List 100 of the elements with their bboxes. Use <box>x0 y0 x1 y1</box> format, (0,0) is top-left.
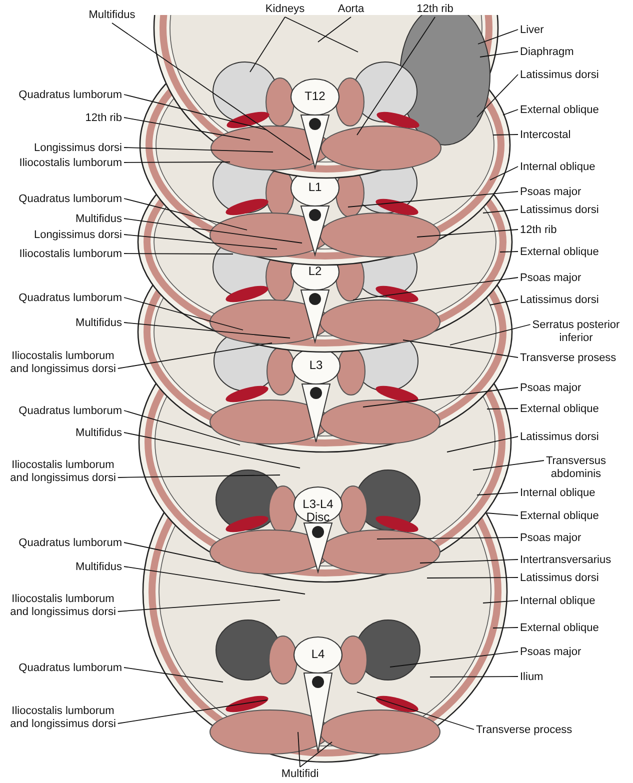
leader-line <box>298 732 300 768</box>
leader-line <box>492 134 518 136</box>
leader-line <box>472 460 544 470</box>
leader-line <box>416 229 518 238</box>
structure-label: Psoas major <box>520 532 582 544</box>
leader-line <box>318 16 352 42</box>
structure-label: Internal oblique <box>520 594 596 608</box>
structure-label: Multifidi <box>281 768 319 781</box>
leader-line <box>500 251 518 252</box>
structure-label: Intercostal <box>520 128 571 142</box>
structure-label: Quadratus lumborum <box>18 536 122 550</box>
structure-label: Psoas major <box>520 382 582 394</box>
structure-label: Latissimus dorsi <box>520 294 599 306</box>
structure-label: Longissimus dorsi <box>34 142 122 154</box>
structure-label: Longissimus dorsi <box>34 228 122 242</box>
vertebra-label: T12 <box>304 90 326 103</box>
structure-label: External oblique <box>520 510 599 522</box>
leader-line <box>482 209 518 214</box>
leader-line <box>356 692 474 730</box>
leader-line <box>117 600 280 612</box>
structure-label: Psoas major <box>520 186 582 198</box>
structure-label: Latissimus dorsi <box>520 572 599 584</box>
leader-line <box>490 166 518 180</box>
leader-line <box>482 600 518 604</box>
leader-line <box>124 432 300 468</box>
leader-line <box>124 147 274 152</box>
structure-label: Serratus posterior inferior <box>520 318 632 344</box>
leader-line <box>300 742 332 768</box>
leader-line <box>402 340 518 358</box>
structure-label: Multifidus <box>88 9 136 22</box>
leader-line <box>502 109 518 116</box>
structure-label: Iliocostalis lumborum and longissimus dorsi <box>4 704 122 730</box>
leader-line <box>284 16 358 52</box>
leader-line <box>124 218 302 244</box>
leader-line <box>430 676 518 678</box>
structure-label: Liver <box>520 24 544 36</box>
leader-line <box>356 16 436 136</box>
structure-label: External oblique <box>520 402 599 416</box>
leader-line <box>476 492 518 496</box>
leader-line <box>124 253 234 254</box>
structure-label: Multifidus <box>76 560 122 574</box>
structure-label: Iliocostalis lumborum and longissimus dorsi <box>4 350 122 376</box>
leader-line <box>486 512 518 516</box>
structure-label: Multifidus <box>76 212 122 226</box>
leader-line <box>250 16 286 72</box>
structure-label: Kidneys <box>265 3 305 16</box>
structure-label: Quadratus lumborum <box>18 404 122 418</box>
structure-label: Quadratus lumborum <box>18 192 122 206</box>
structure-label: 12th rib <box>520 224 557 236</box>
structure-label: Quadratus lumborum <box>18 662 122 674</box>
leader-line <box>117 474 280 478</box>
leader-line <box>492 627 518 628</box>
leader-line <box>348 191 518 208</box>
leader-line <box>117 700 268 724</box>
structure-label: External oblique <box>520 104 599 116</box>
structure-label: Intertransversarius <box>520 554 612 566</box>
structure-label: Latissimus dorsi <box>520 430 599 444</box>
leader-line <box>420 559 518 564</box>
leader-line <box>124 297 244 330</box>
leader-line <box>124 117 250 140</box>
vertebra-label: L4 <box>310 648 326 661</box>
leader-line <box>426 577 518 578</box>
structure-label: Ilium <box>520 670 544 684</box>
leader-line <box>478 29 518 44</box>
leader-line <box>124 162 230 163</box>
structure-label: Latissimus dorsi <box>520 68 599 82</box>
structure-label: Iliocostalis lumborum <box>19 248 122 260</box>
leader-line <box>112 22 310 160</box>
structure-label: Multifidus <box>76 316 122 330</box>
structure-label: Quadratus lumborum <box>18 292 122 304</box>
leader-line <box>124 234 278 250</box>
structure-label: Transversus abdominis <box>520 454 632 480</box>
structure-label: External oblique <box>520 622 599 634</box>
vertebra-label: L1 <box>307 181 323 194</box>
structure-label: Psoas major <box>520 646 582 658</box>
structure-label: Internal oblique <box>520 160 596 174</box>
leader-line <box>390 651 518 668</box>
leader-line <box>490 299 518 306</box>
structure-label: Transverse process <box>476 724 572 736</box>
leader-line <box>124 410 240 446</box>
leader-line <box>376 537 518 540</box>
vertebra-label: L2 <box>307 265 323 278</box>
leader-line <box>124 566 306 594</box>
leader-line <box>486 408 518 410</box>
structure-label: 12th rib <box>85 112 122 124</box>
structure-label: Iliocostalis lumborum and longissimus dorsi <box>4 592 122 618</box>
leader-line <box>450 324 531 346</box>
structure-label: Internal oblique <box>520 486 596 500</box>
leader-line <box>362 387 518 408</box>
structure-label: Diaphragm <box>520 46 574 58</box>
leader-line <box>124 198 248 230</box>
vertebra-label: L3 <box>308 359 324 372</box>
structure-label: Psoas major <box>520 272 582 284</box>
structure-label: Quadratus lumborum <box>18 88 122 102</box>
leader-line <box>124 94 268 130</box>
structure-label: Multifidus <box>76 426 122 440</box>
leader-line <box>117 342 272 369</box>
structure-label: Iliocostalis lumborum <box>19 156 122 170</box>
leader-line <box>124 542 220 564</box>
structure-label: Iliocostalis lumborum and longissimus dorsi <box>4 458 122 484</box>
